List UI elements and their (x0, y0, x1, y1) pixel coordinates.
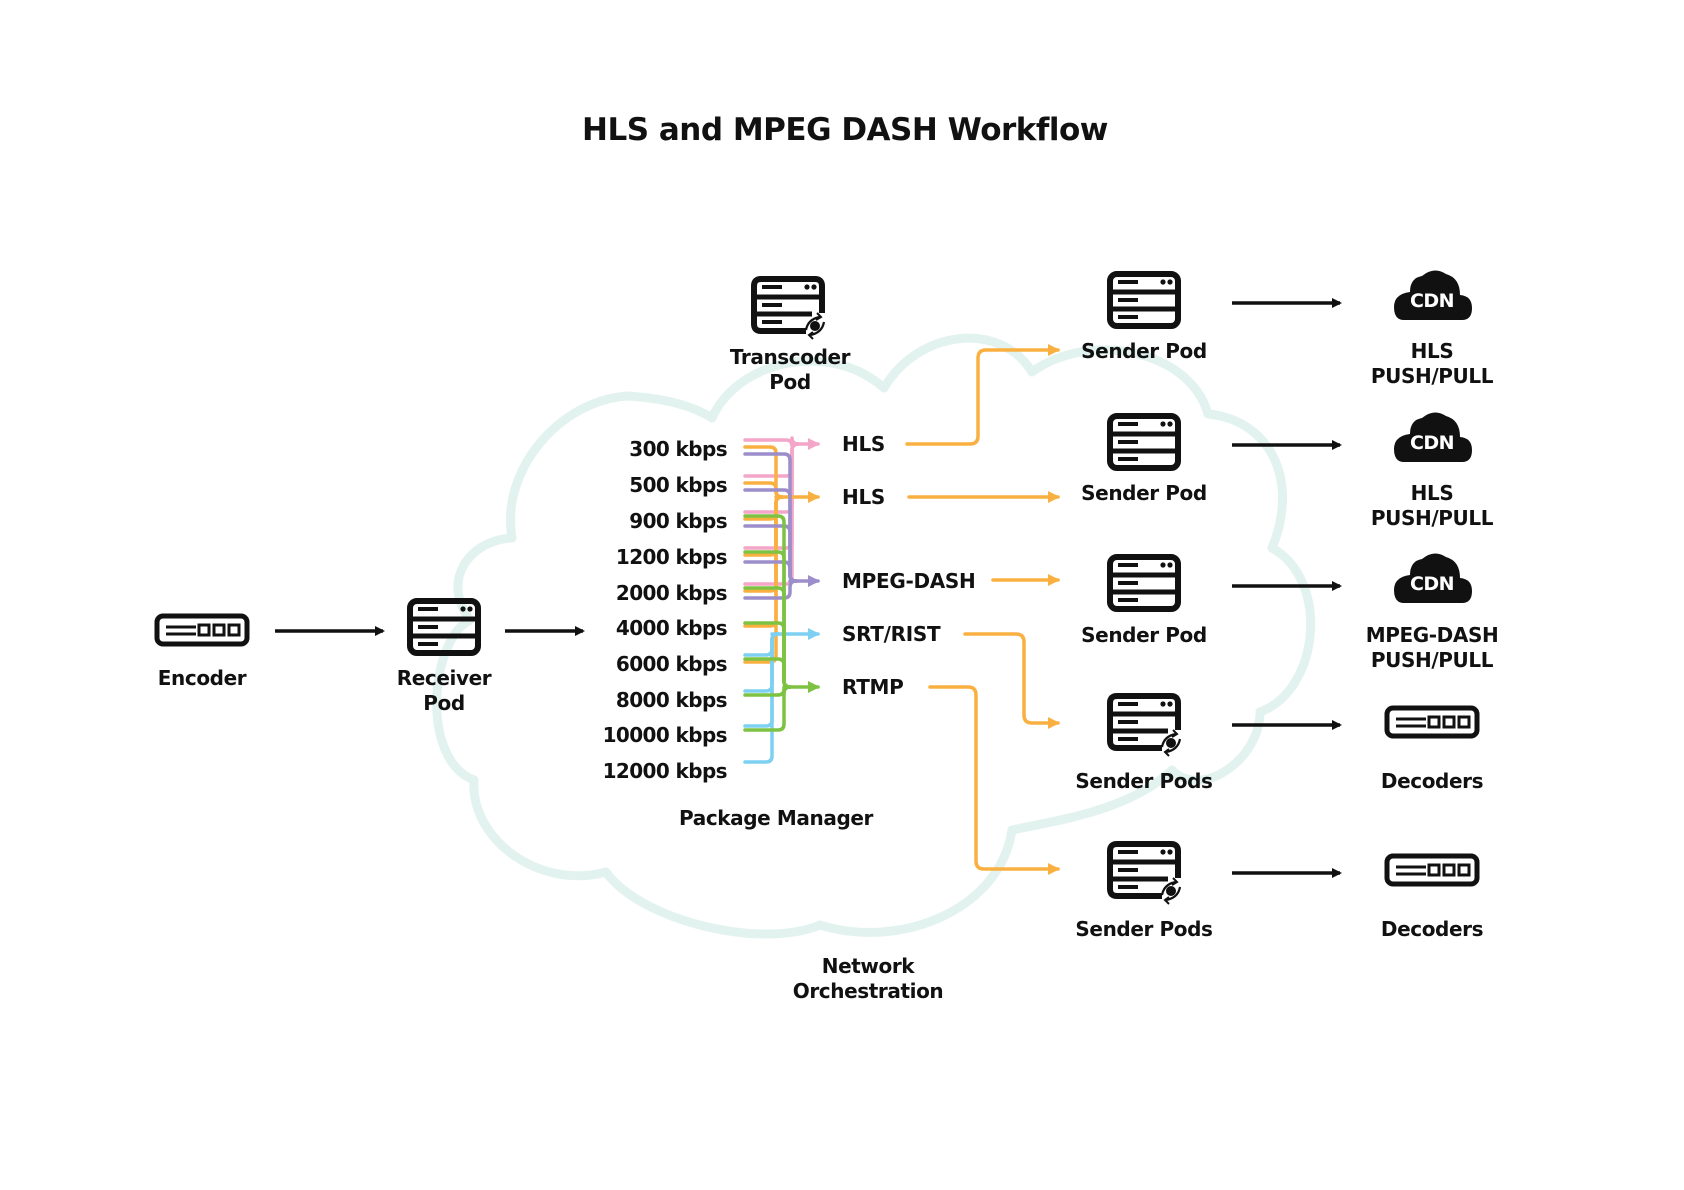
cdn-icon-text: CDN (1410, 432, 1454, 454)
server-icon (1110, 557, 1178, 609)
destination-label-line1: Decoders (1381, 769, 1483, 793)
protocol-label-hls: HLS (842, 432, 885, 456)
server-sync-icon (1110, 844, 1180, 904)
route-srtrist-to-sender4 (963, 632, 1060, 729)
route-rtmp-to-sender5 (928, 685, 1060, 875)
sender-node[interactable]: Sender Pods (1075, 696, 1213, 793)
bitrate-label: 2000 kbps (616, 581, 727, 605)
encoder-label: Encoder (158, 666, 247, 690)
destination-column: CDNHLSPUSH/PULLCDNHLSPUSH/PULLCDNMPEG-DA… (1366, 270, 1499, 941)
encoder-device-icon (157, 616, 247, 644)
sender-node[interactable]: Sender Pod (1081, 416, 1207, 505)
decoder-device-icon (1387, 708, 1477, 736)
network-orchestration-line1: Network (822, 954, 916, 978)
route-blue-row (743, 632, 780, 764)
destination-label-line1: Decoders (1381, 917, 1483, 941)
bitrate-label: 6000 kbps (616, 652, 727, 676)
network-orchestration-line2: Orchestration (793, 979, 944, 1003)
destination-label-line2: PUSH/PULL (1371, 364, 1494, 388)
bitrate-routes (743, 436, 820, 764)
protocol-label-hls: HLS (842, 485, 885, 509)
cdn-icon-text: CDN (1410, 573, 1454, 595)
server-sync-icon (1110, 696, 1180, 756)
diagram-title: HLS and MPEG DASH Workflow (582, 112, 1108, 148)
sender-label: Sender Pod (1081, 481, 1207, 505)
sender-label: Sender Pod (1081, 339, 1207, 363)
route-pink-row (743, 436, 800, 448)
bitrate-label: 300 kbps (629, 437, 727, 461)
transcoder-label-line1: Transcoder (730, 345, 851, 369)
package-manager-label: Package Manager (679, 806, 874, 830)
destination-label-line1: HLS (1411, 339, 1454, 363)
receiver-pod-node[interactable]: Receiver Pod (397, 601, 492, 715)
decoder-device-icon (1387, 856, 1477, 884)
bitrate-label: 8000 kbps (616, 688, 727, 712)
bitrate-label: 900 kbps (629, 509, 727, 533)
transcoder-server-sync-icon (754, 279, 824, 339)
protocol-outputs: HLS HLS MPEG-DASH SRT/RIST RTMP (842, 432, 976, 699)
sender-label: Sender Pods (1075, 917, 1212, 941)
transcoder-pod-node[interactable]: Transcoder Pod (730, 279, 851, 394)
bitrate-label: 500 kbps (629, 473, 727, 497)
protocol-label-rtmp: RTMP (842, 675, 904, 699)
destination-label-line2: PUSH/PULL (1371, 648, 1494, 672)
transcoder-label-line2: Pod (769, 370, 811, 394)
server-icon (1110, 274, 1178, 326)
encoder-node[interactable]: Encoder (157, 616, 247, 690)
route-orange-row (743, 495, 784, 664)
protocol-label-mpeg-dash: MPEG-DASH (842, 569, 975, 593)
bitrate-label: 1200 kbps (616, 545, 727, 569)
receiver-label-line2: Pod (423, 691, 465, 715)
server-icon (1110, 416, 1178, 468)
destination-label-line1: MPEG-DASH (1366, 623, 1499, 647)
receiver-label-line1: Receiver (397, 666, 492, 690)
cdn-icon-text: CDN (1410, 290, 1454, 312)
bitrate-label: 12000 kbps (603, 759, 727, 783)
sender-node[interactable]: Sender Pods (1075, 844, 1213, 941)
network-cloud-outline (432, 333, 1316, 939)
sender-node[interactable]: Sender Pod (1081, 557, 1207, 647)
bitrate-label: 4000 kbps (616, 616, 727, 640)
protocol-to-sender-routes (905, 344, 1060, 875)
protocol-label-srt-rist: SRT/RIST (842, 622, 941, 646)
bitrate-label: 10000 kbps (603, 723, 727, 747)
route-hls1-to-sender1 (905, 344, 1060, 446)
sender-node[interactable]: Sender Pod (1081, 274, 1207, 363)
decoder-node[interactable]: Decoders (1381, 856, 1484, 941)
destination-label-line1: HLS (1411, 481, 1454, 505)
sender-label: Sender Pods (1075, 769, 1212, 793)
bitrate-list: 300 kbps 500 kbps 900 kbps 1200 kbps 2000 kb… (603, 437, 728, 783)
decoder-node[interactable]: Decoders (1381, 708, 1484, 793)
destination-label-line2: PUSH/PULL (1371, 506, 1494, 530)
route-purple-row (743, 560, 798, 583)
sender-label: Sender Pod (1081, 623, 1207, 647)
